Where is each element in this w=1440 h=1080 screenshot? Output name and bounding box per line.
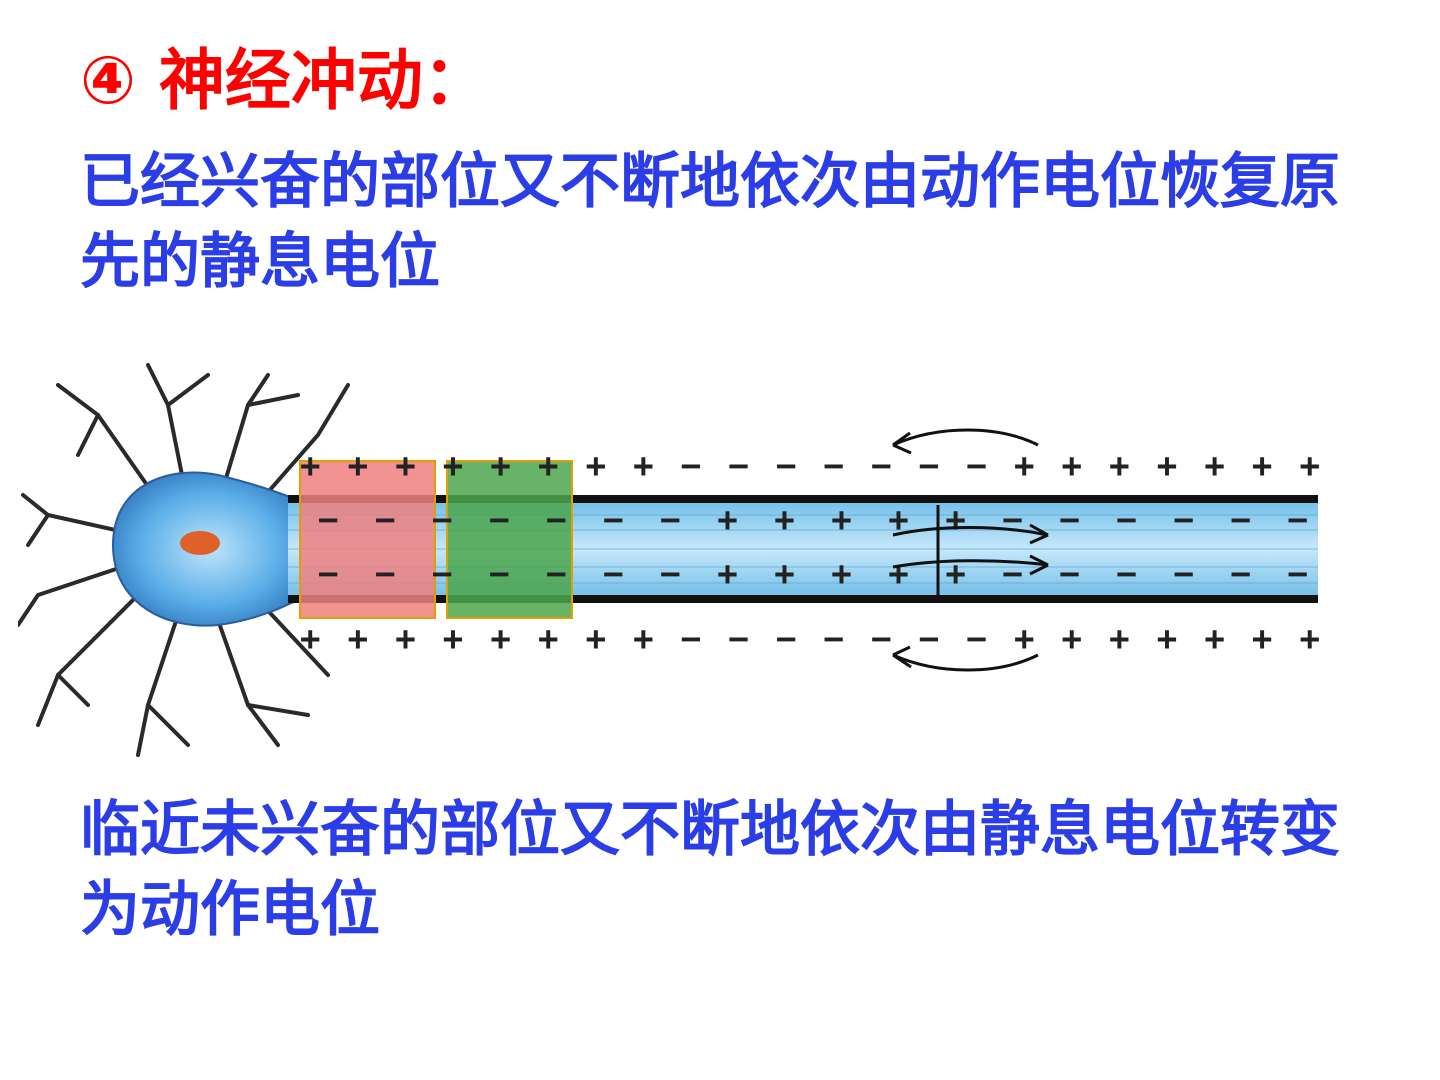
description-bottom: 临近未兴奋的部位又不断地依次由静息电位转变为动作电位	[80, 795, 1340, 945]
axon-membrane-bottom	[288, 595, 1318, 603]
description-top: 已经兴奋的部位又不断地依次由动作电位恢复原先的静息电位	[80, 147, 1340, 297]
neuron-diagram-svg: ++++++++−−−−−−−+++++++ −−−−−−−+++++−−−−−…	[18, 363, 1320, 757]
highlight-excited-region	[446, 460, 573, 619]
page-title: ④ 神经冲动：	[80, 42, 489, 119]
axon-membrane-top	[288, 495, 1318, 503]
outer-bottom-charges: ++++++++−−−−−−−+++++++	[300, 619, 1320, 659]
neuron-diagram: ++++++++−−−−−−−+++++++ −−−−−−−+++++−−−−−…	[18, 345, 1350, 775]
highlight-recovered-region	[299, 460, 436, 619]
current-arrow-icon	[892, 428, 1049, 672]
nucleus-icon	[180, 531, 220, 555]
dendrites-icon	[18, 363, 350, 757]
outer-top-charges: ++++++++−−−−−−−+++++++	[300, 446, 1320, 486]
